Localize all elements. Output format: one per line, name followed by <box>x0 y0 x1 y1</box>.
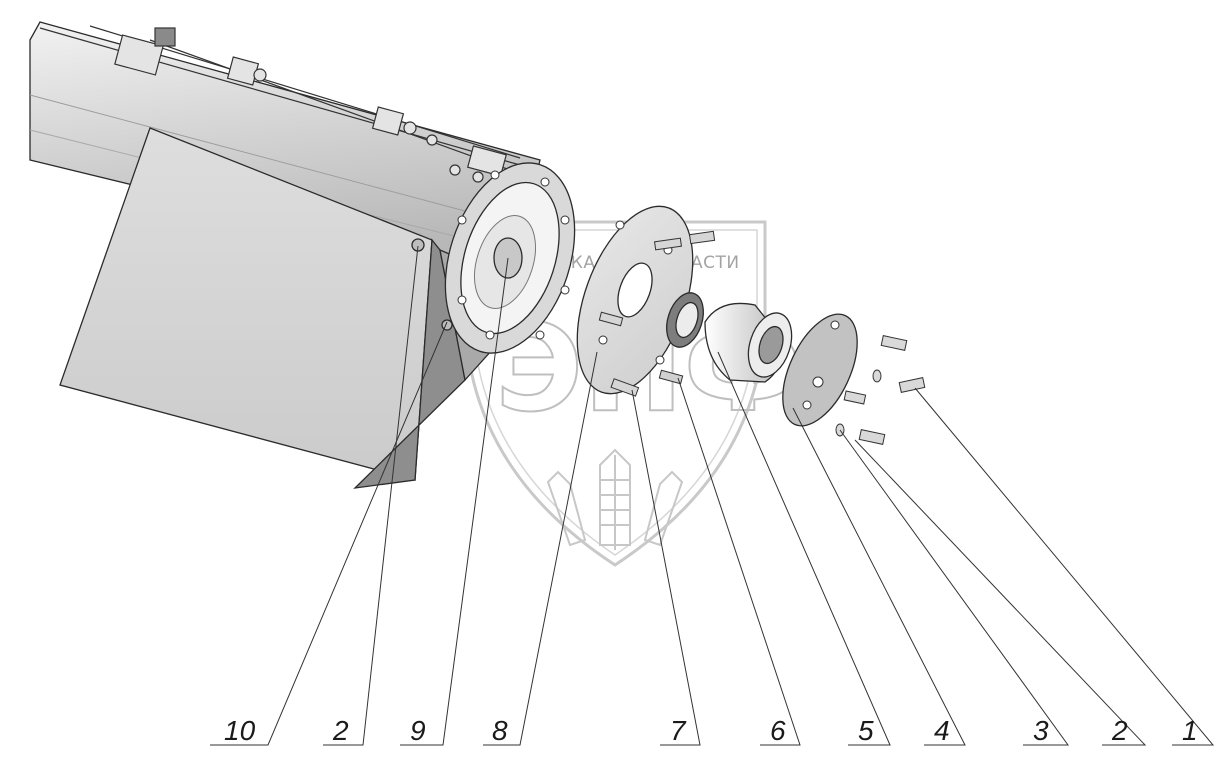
leader-5 <box>717 351 891 746</box>
leader-7 <box>631 389 701 746</box>
callout-label: 1 <box>1182 715 1198 746</box>
cap-bolts-and-washers <box>835 335 926 445</box>
callout-label: 10 <box>224 715 256 746</box>
top-rail <box>39 25 521 183</box>
seal-ring <box>666 292 704 348</box>
plate-bolts <box>598 230 716 397</box>
conveyor-housing <box>29 21 576 489</box>
leader-9 <box>400 257 509 746</box>
callout-label: 8 <box>492 715 508 746</box>
leader-6 <box>677 377 801 746</box>
callout-label: 6 <box>770 715 786 746</box>
hood-bolt <box>411 238 425 252</box>
tube-end-flange <box>444 162 576 354</box>
end-cap <box>782 313 858 427</box>
bearing-housing <box>704 302 793 383</box>
callout-label: 2 <box>332 715 349 746</box>
leader-8 <box>483 351 598 746</box>
leader-2-left <box>323 245 419 746</box>
callout-label: 2 <box>1111 715 1128 746</box>
callout-labels: 10 2 9 8 7 6 5 4 3 2 1 <box>224 715 1198 746</box>
seal-bolt <box>658 369 684 385</box>
callout-label: 7 <box>670 715 687 746</box>
hood-bolt-2 <box>441 319 453 331</box>
leader-10 <box>210 321 448 746</box>
leader-4 <box>792 407 966 746</box>
hood-bottom-panel <box>353 238 466 489</box>
bearing-plate <box>576 205 694 395</box>
callout-label: 5 <box>858 715 874 746</box>
callout-label: 9 <box>410 715 426 746</box>
leader-1 <box>914 387 1215 746</box>
callout-label: 4 <box>934 715 950 746</box>
leader-lines <box>210 245 1215 746</box>
leader-2-right <box>854 439 1147 746</box>
wheat-icon <box>546 448 684 550</box>
watermark-shield-shape <box>463 220 767 567</box>
leader-3 <box>839 429 1069 746</box>
callout-label: 3 <box>1033 715 1049 746</box>
